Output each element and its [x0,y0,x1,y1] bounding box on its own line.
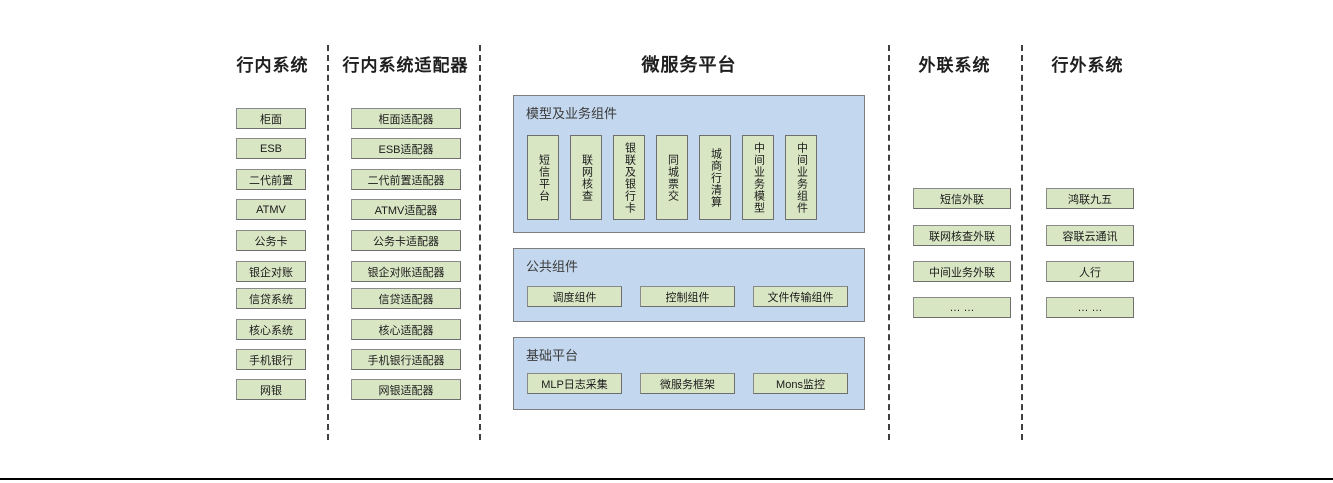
column-heading-in-bank-systems: 行内系统 [236,56,309,75]
component-box-vertical[interactable]: 短信平台 [527,135,559,220]
adapter-box[interactable]: 公务卡适配器 [351,230,461,251]
out-bank-box[interactable]: 鸿联九五 [1046,188,1134,209]
base-platform-box[interactable]: MLP日志采集 [527,373,622,394]
system-box[interactable]: 公务卡 [236,230,306,251]
external-link-box[interactable]: 中间业务外联 [913,261,1011,282]
system-box[interactable]: 核心系统 [236,319,306,340]
adapter-box[interactable]: 柜面适配器 [351,108,461,129]
component-box-vertical[interactable]: 银联及银行卡 [613,135,645,220]
system-box[interactable]: ATMV [236,199,306,220]
column-separator-3 [888,45,890,440]
system-box[interactable]: 信贷系统 [236,288,306,309]
column-heading-in-bank-adapters: 行内系统适配器 [342,56,469,75]
system-box[interactable]: 手机银行 [236,349,306,370]
adapter-box[interactable]: 信贷适配器 [351,288,461,309]
component-box-vertical[interactable]: 中间业务模型 [742,135,774,220]
base-platform-box[interactable]: 微服务框架 [640,373,735,394]
adapter-box[interactable]: 手机银行适配器 [351,349,461,370]
column-separator-2 [479,45,481,440]
panel-public-components: 公共组件 [513,248,865,322]
bottom-divider [0,478,1333,480]
component-box-vertical[interactable]: 同城票交 [656,135,688,220]
adapter-box[interactable]: ATMV适配器 [351,199,461,220]
component-box-vertical[interactable]: 城商行清算 [699,135,731,220]
system-box[interactable]: 银企对账 [236,261,306,282]
system-box[interactable]: ESB [236,138,306,159]
column-heading-out-bank-systems: 行外系统 [1051,56,1124,75]
out-bank-box[interactable]: 容联云通讯 [1046,225,1134,246]
column-heading-external-link-systems: 外联系统 [918,56,991,75]
public-component-box[interactable]: 控制组件 [640,286,735,307]
component-box-vertical[interactable]: 中间业务组件 [785,135,817,220]
adapter-box[interactable]: 核心适配器 [351,319,461,340]
component-box-vertical[interactable]: 联网核查 [570,135,602,220]
column-separator-1 [327,45,329,440]
platform-heading: 微服务平台 [641,55,737,75]
system-box[interactable]: 柜面 [236,108,306,129]
external-link-box[interactable]: … … [913,297,1011,318]
system-box[interactable]: 二代前置 [236,169,306,190]
public-component-box[interactable]: 文件传输组件 [753,286,848,307]
system-box[interactable]: 网银 [236,379,306,400]
adapter-box[interactable]: 网银适配器 [351,379,461,400]
external-link-box[interactable]: 联网核查外联 [913,225,1011,246]
adapter-box[interactable]: 二代前置适配器 [351,169,461,190]
panel-title: 基础平台 [526,348,579,363]
column-separator-4 [1021,45,1023,440]
adapter-box[interactable]: 银企对账适配器 [351,261,461,282]
adapter-box[interactable]: ESB适配器 [351,138,461,159]
base-platform-box[interactable]: Mons监控 [753,373,848,394]
panel-title: 公共组件 [526,259,579,274]
panel-title: 模型及业务组件 [526,106,618,121]
public-component-box[interactable]: 调度组件 [527,286,622,307]
external-link-box[interactable]: 短信外联 [913,188,1011,209]
out-bank-box[interactable]: 人行 [1046,261,1134,282]
out-bank-box[interactable]: … … [1046,297,1134,318]
